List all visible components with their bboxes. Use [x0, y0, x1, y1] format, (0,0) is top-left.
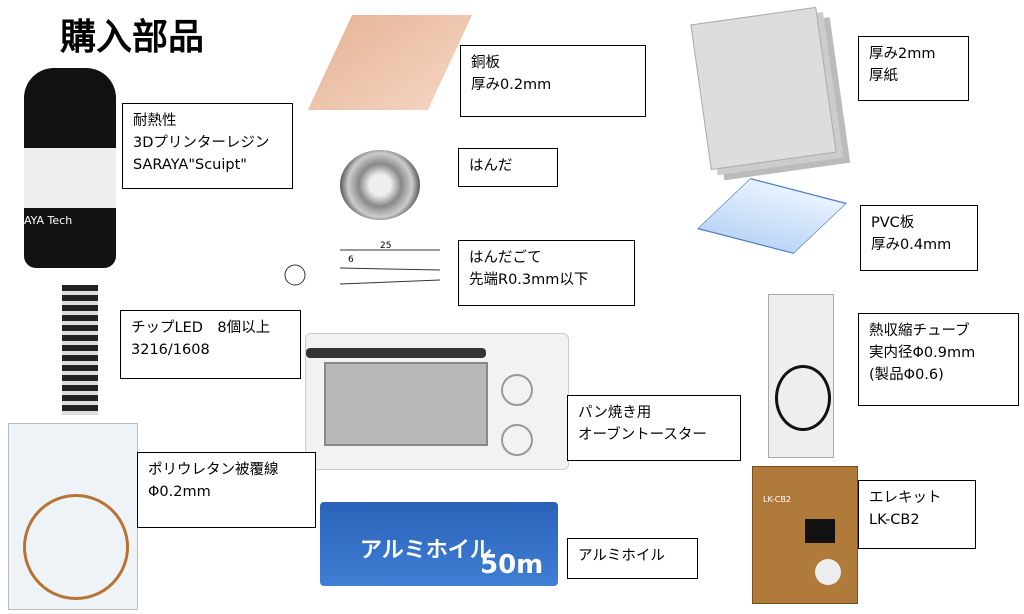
- label-line: Φ0.2mm: [148, 484, 211, 500]
- heat-shrink-tube-image: [768, 294, 834, 458]
- label-line: チップLED 8個以上: [131, 320, 271, 336]
- cardboard-image: [690, 6, 837, 171]
- electronic-kit-image: LK-CB2: [752, 466, 858, 604]
- label-line: 厚み0.2mm: [471, 77, 552, 93]
- copper-plate-image: [307, 15, 473, 110]
- kit-label: LK-CB2: [763, 495, 791, 504]
- item-label-wire: ポリウレタン被覆線 Φ0.2mm: [137, 452, 316, 528]
- item-label-solder: はんだ: [458, 148, 558, 187]
- chip-led-image: [62, 285, 98, 415]
- foil-label: アルミホイル: [360, 538, 492, 563]
- label-line: オーブントースター: [578, 427, 707, 443]
- iron-dim-25: 25: [380, 241, 391, 251]
- foil-size: 50m: [480, 550, 544, 580]
- item-label-copper-plate: 銅板厚み0.2mm: [460, 45, 646, 117]
- item-label-kit: エレキット LK-CB2: [858, 480, 976, 549]
- item-label-toaster: パン焼き用オーブントースター: [567, 395, 741, 461]
- resin-bottle-image: AYA Tech: [24, 68, 116, 268]
- aluminum-foil-image: アルミホイル 50m: [320, 502, 558, 586]
- pvc-board-image: [697, 178, 847, 254]
- solder-image: [340, 150, 420, 220]
- item-label-resin: 耐熱性 3Dプリンターレジン SARAYA"Scuipt": [122, 103, 293, 189]
- item-label-aluminum-foil: アルミホイル: [567, 538, 698, 579]
- label-line: 実内径Φ0.9mm: [869, 345, 976, 361]
- label-line: ポリウレタン被覆線: [148, 462, 279, 478]
- label-line: エレキット: [869, 490, 942, 506]
- label-line: パン焼き用: [578, 405, 652, 421]
- item-label-heat-shrink: 熱収縮チューブ実内径Φ0.9mm (製品Φ0.6): [858, 313, 1019, 406]
- label-line: 厚み2mm: [869, 46, 936, 62]
- label-line: はんだごて: [469, 250, 542, 266]
- label-line: 厚紙: [869, 68, 898, 84]
- label-line: 3Dプリンターレジン: [133, 135, 270, 151]
- polyurethane-wire-image: [8, 423, 138, 610]
- resin-brand-label: AYA Tech: [24, 214, 73, 227]
- iron-dim-6: 6: [348, 255, 354, 265]
- label-line: 銅板: [471, 55, 500, 71]
- label-line: SARAYA"Scuipt": [133, 157, 247, 173]
- page-title: 購入部品: [60, 17, 205, 58]
- label-line: 耐熱性: [133, 113, 177, 129]
- label-line: 先端R0.3mm以下: [469, 272, 589, 288]
- item-label-soldering-iron: はんだごて先端R0.3mm以下: [458, 240, 635, 306]
- item-label-chip-led: チップLED 8個以上 3216/1608: [120, 310, 301, 379]
- label-line: 熱収縮チューブ: [869, 323, 970, 339]
- label-line: LK-CB2: [869, 512, 920, 528]
- label-line: はんだ: [469, 158, 513, 174]
- label-line: 厚み0.4mm: [871, 237, 952, 253]
- label-line: アルミホイル: [578, 548, 665, 564]
- label-line: 3216/1608: [131, 342, 210, 358]
- toaster-oven-image: [305, 333, 569, 470]
- soldering-iron-diagram: 25 6: [280, 240, 455, 298]
- label-line: (製品Φ0.6): [869, 367, 944, 383]
- label-line: PVC板: [871, 215, 915, 231]
- item-label-cardboard: 厚み2mm 厚紙: [858, 36, 969, 101]
- item-label-pvc: PVC板厚み0.4mm: [860, 205, 978, 271]
